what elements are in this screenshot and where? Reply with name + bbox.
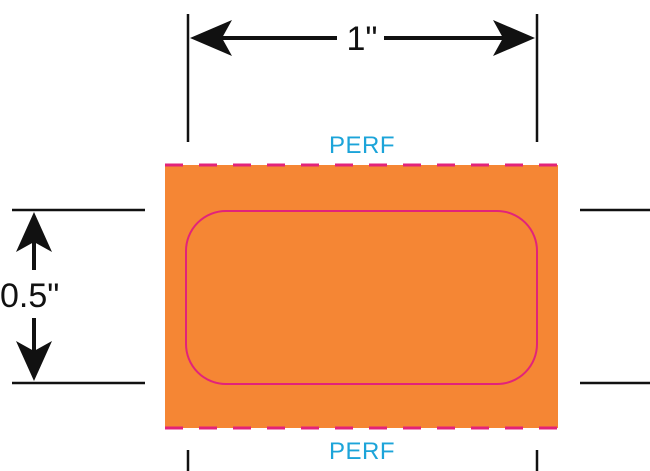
height-arrow-up-icon [16,212,52,252]
height-arrow-down-icon [16,341,52,381]
width-arrow-left-icon [190,20,232,56]
width-arrow-right-icon [493,20,535,56]
perf-label-bottom: PERF [329,438,395,465]
label-body [165,165,558,428]
perf-label-top: PERF [329,132,395,159]
height-label: 0.5" [0,277,59,315]
die-cut-outline [185,210,538,385]
width-label: 1" [347,20,378,58]
